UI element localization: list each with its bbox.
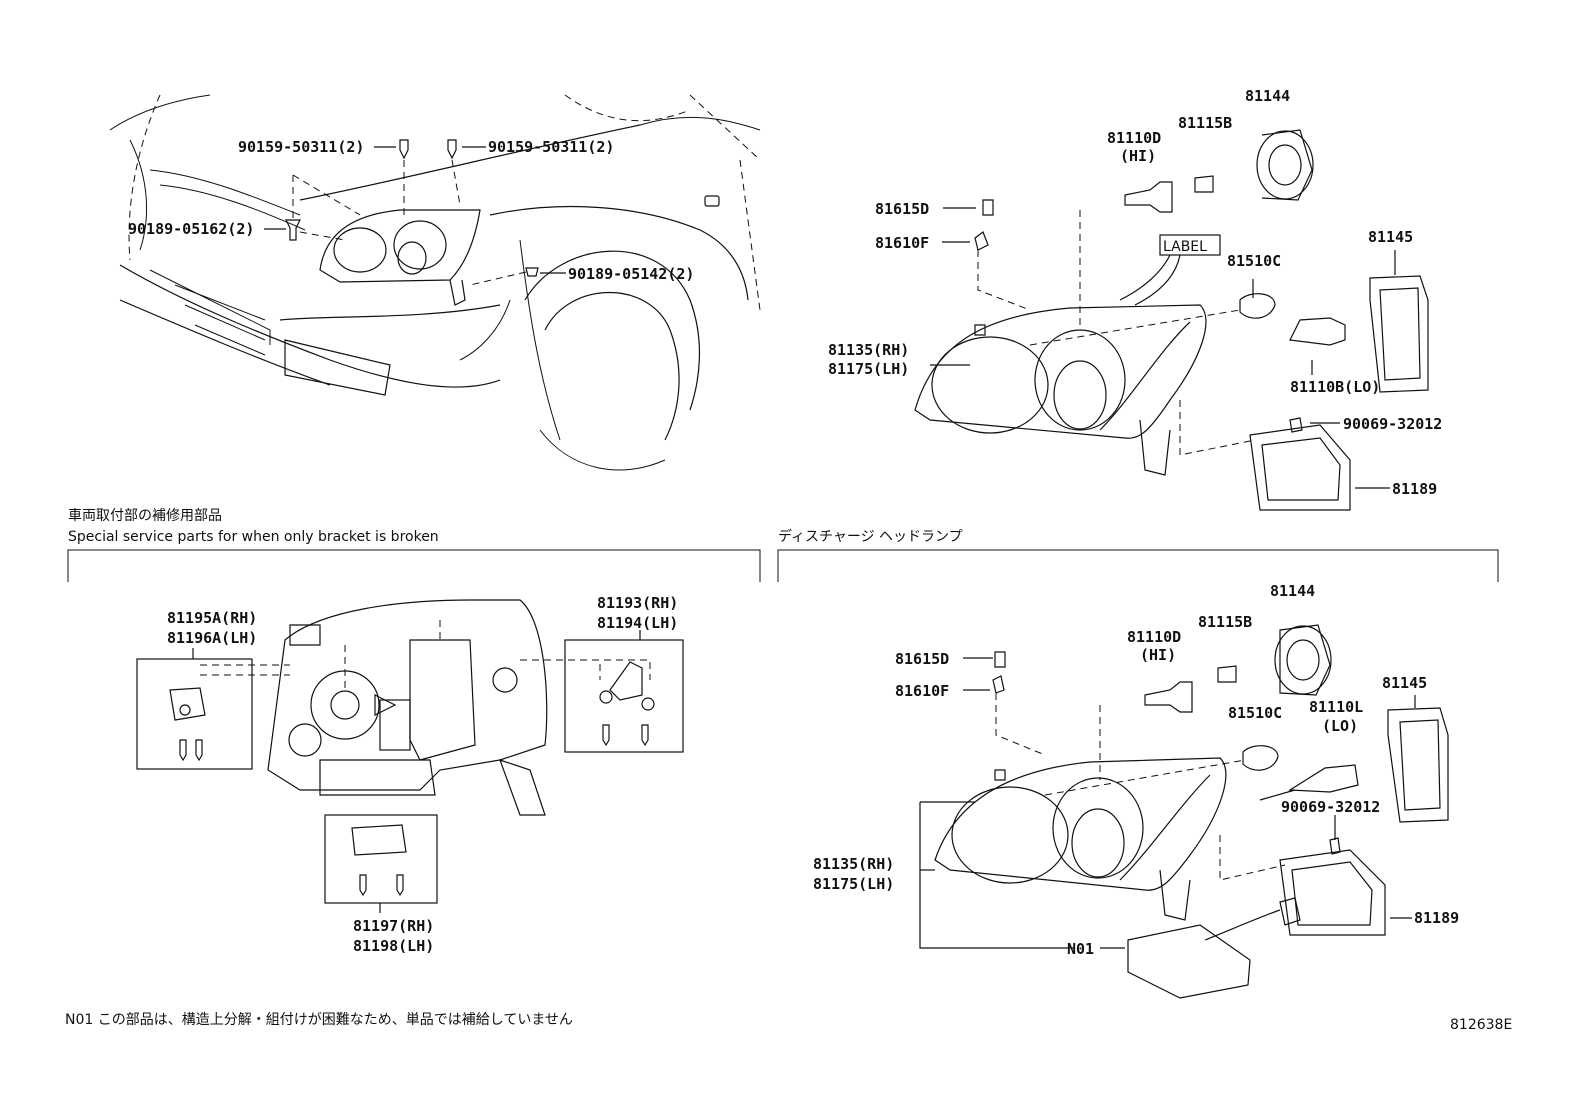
label-90159-50311-left: 90159-50311(2) xyxy=(238,138,364,156)
label-81110D-top: 81110D xyxy=(1107,129,1161,147)
label-81145-top: 81145 xyxy=(1368,228,1413,246)
label-81197: 81197(RH) xyxy=(353,917,434,935)
bracket-kit-81193 xyxy=(564,630,684,753)
vehicle-front-illustration xyxy=(109,94,761,471)
label-81615D-top: 81615D xyxy=(875,200,929,218)
label-81110D-hi-top: (HI) xyxy=(1120,147,1156,165)
label-81175-discharge: 81175(LH) xyxy=(813,875,894,893)
label-81135-top: 81135(RH) xyxy=(828,341,909,359)
label-81115B-discharge: 81115B xyxy=(1198,613,1252,631)
bracket-kit-81197 xyxy=(324,814,438,913)
headlamp-exploded-discharge xyxy=(919,624,1449,999)
label-81110L-lo-discharge: (LO) xyxy=(1322,717,1358,735)
label-81615D-discharge: 81615D xyxy=(895,650,949,668)
label-81110L-discharge: 81110L xyxy=(1309,698,1363,716)
label-81175-top: 81175(LH) xyxy=(828,360,909,378)
section-bracket-right xyxy=(777,549,1499,582)
label-81193: 81193(RH) xyxy=(597,594,678,612)
label-81195A: 81195A(RH) xyxy=(167,609,257,627)
label-90159-50311-right: 90159-50311(2) xyxy=(488,138,614,156)
label-81145-discharge: 81145 xyxy=(1382,674,1427,692)
label-81144-discharge: 81144 xyxy=(1270,582,1315,600)
headlamp-exploded-top xyxy=(914,129,1429,511)
label-81610F-discharge: 81610F xyxy=(895,682,949,700)
label-81198: 81198(LH) xyxy=(353,937,434,955)
label-81189-discharge: 81189 xyxy=(1414,909,1459,927)
section-title-jp-left: 車両取付部の補修用部品 xyxy=(68,507,222,524)
section-bracket-left xyxy=(67,549,761,582)
bracket-kit-81195A xyxy=(136,648,253,770)
footer-note: N01 この部品は、構造上分解・組付けが困難なため、単品では補給していません xyxy=(65,1012,573,1028)
section-title-jp-right: ディスチャージ ヘッドランプ xyxy=(778,528,963,545)
label-81510C-top: 81510C xyxy=(1227,252,1281,270)
label-81510C-discharge: 81510C xyxy=(1228,704,1282,722)
label-90189-05142: 90189-05142(2) xyxy=(568,265,694,283)
label-tag: LABEL xyxy=(1163,239,1207,255)
label-81115B-top: 81115B xyxy=(1178,114,1232,132)
label-81110B-top: 81110B(LO) xyxy=(1290,378,1380,396)
headlamp-rear-view xyxy=(200,599,651,816)
label-90189-05162: 90189-05162(2) xyxy=(128,220,254,238)
label-81610F-top: 81610F xyxy=(875,234,929,252)
section-title-en-left: Special service parts for when only brac… xyxy=(68,529,439,545)
label-90069-top: 90069-32012 xyxy=(1343,415,1442,433)
label-81110D-discharge: 81110D xyxy=(1127,628,1181,646)
label-81110D-hi-discharge: (HI) xyxy=(1140,646,1176,664)
label-N01: N01 xyxy=(1067,940,1094,958)
label-81144-top: 81144 xyxy=(1245,87,1290,105)
diagram-code: 812638E xyxy=(1450,1017,1512,1033)
label-81135-discharge: 81135(RH) xyxy=(813,855,894,873)
label-81194: 81194(LH) xyxy=(597,614,678,632)
label-81196A: 81196A(LH) xyxy=(167,629,257,647)
label-81189-top: 81189 xyxy=(1392,480,1437,498)
label-90069-discharge: 90069-32012 xyxy=(1281,798,1380,816)
